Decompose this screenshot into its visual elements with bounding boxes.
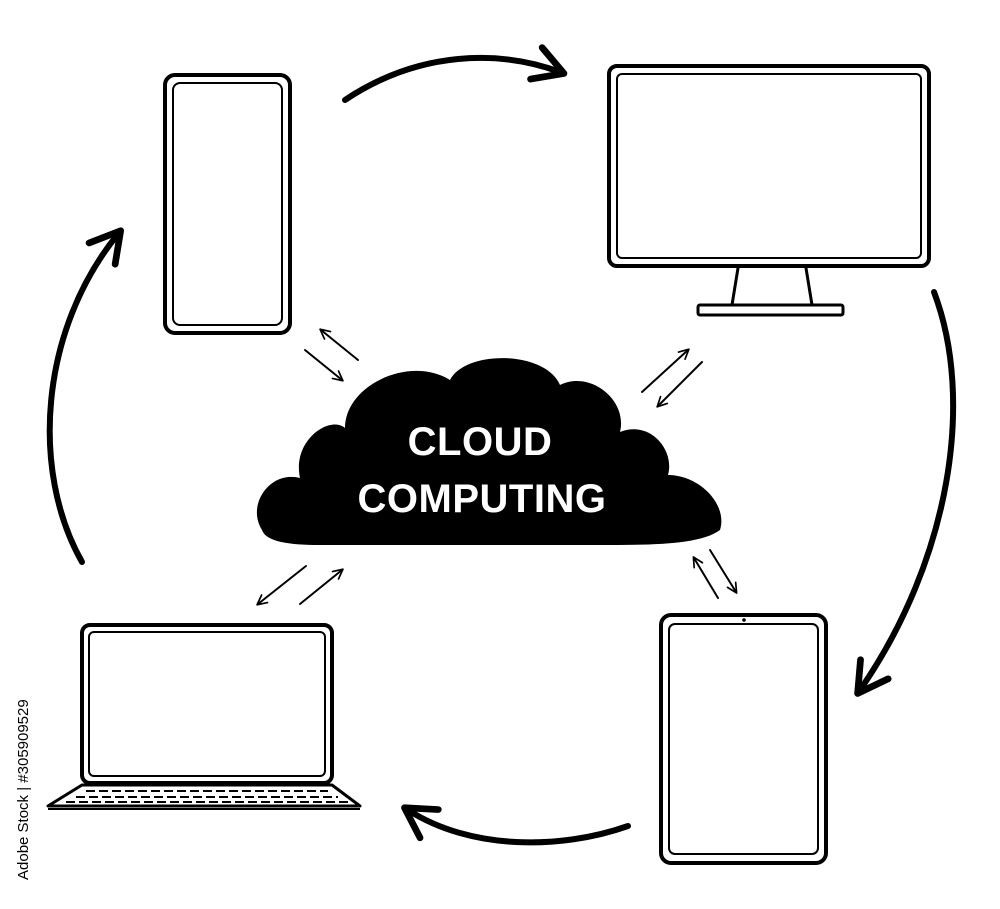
cloud-label-line1: CLOUD <box>408 420 553 464</box>
exchange-arrows-monitor <box>641 348 703 408</box>
arrow-tablet-to-laptop <box>401 804 631 846</box>
cloud-shape: CLOUD COMPUTING <box>256 358 722 545</box>
laptop-icon <box>46 623 362 810</box>
watermark-side-text: Adobe Stock | #305909529 <box>15 699 32 880</box>
smartphone-icon <box>163 73 292 335</box>
laptop-keyboard <box>66 790 348 803</box>
desktop-monitor-icon <box>607 64 931 317</box>
cloud-label-line2: COMPUTING <box>358 477 607 521</box>
arrow-laptop-to-phone <box>46 227 125 565</box>
exchange-arrows-phone <box>304 328 359 382</box>
arrow-monitor-to-tablet <box>854 289 957 697</box>
arrow-phone-to-monitor <box>342 44 568 103</box>
exchange-arrows-laptop <box>256 565 344 606</box>
exchange-arrows-tablet <box>692 549 738 599</box>
tablet-icon <box>659 613 828 865</box>
